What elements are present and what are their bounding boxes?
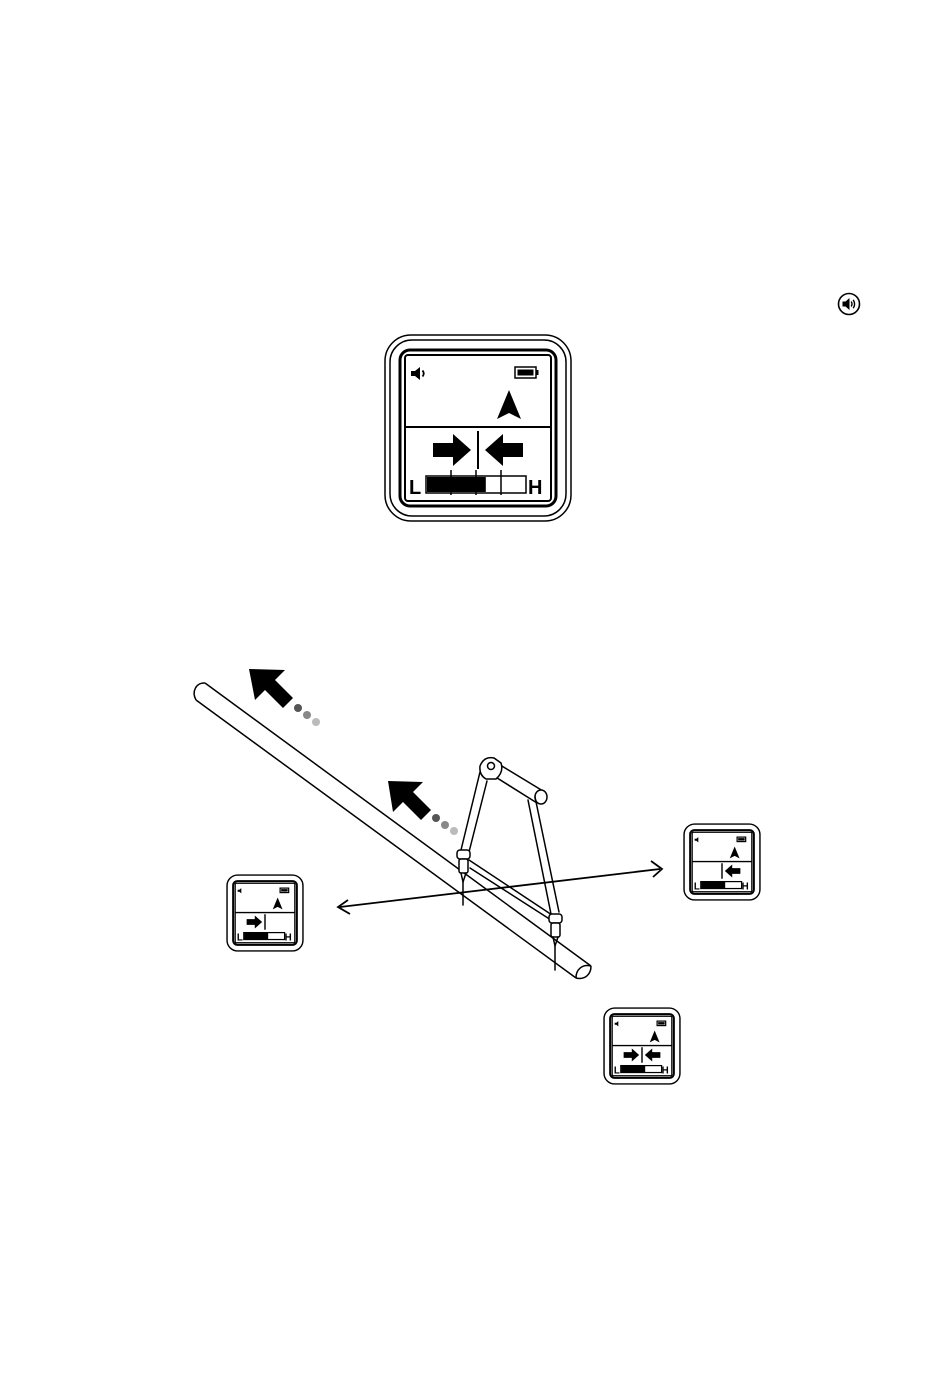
scale-low-label: L — [694, 882, 700, 893]
locator-display-bottom: L H — [602, 1006, 682, 1086]
locator-display-large: L H — [380, 330, 576, 526]
pipe-locating-illustration — [0, 640, 950, 1100]
speaker-icon — [836, 291, 862, 317]
scale-low-label: L — [409, 477, 421, 499]
scale-low-label: L — [614, 1066, 620, 1077]
signal-strength-fill — [244, 933, 268, 939]
trail-arrow-icon — [249, 669, 320, 726]
scale-high-label: H — [285, 933, 292, 944]
signal-strength-fill — [621, 1066, 645, 1072]
signal-strength-fill — [701, 882, 725, 888]
trail-arrow-icon — [388, 781, 458, 835]
scale-low-label: L — [237, 933, 243, 944]
locator-frame — [457, 758, 562, 970]
scale-high-label: H — [528, 477, 542, 499]
scale-high-label: H — [662, 1066, 669, 1077]
scale-high-label: H — [742, 882, 749, 893]
locator-display-left: L H — [225, 873, 305, 953]
locator-display-right: L H — [682, 822, 762, 902]
